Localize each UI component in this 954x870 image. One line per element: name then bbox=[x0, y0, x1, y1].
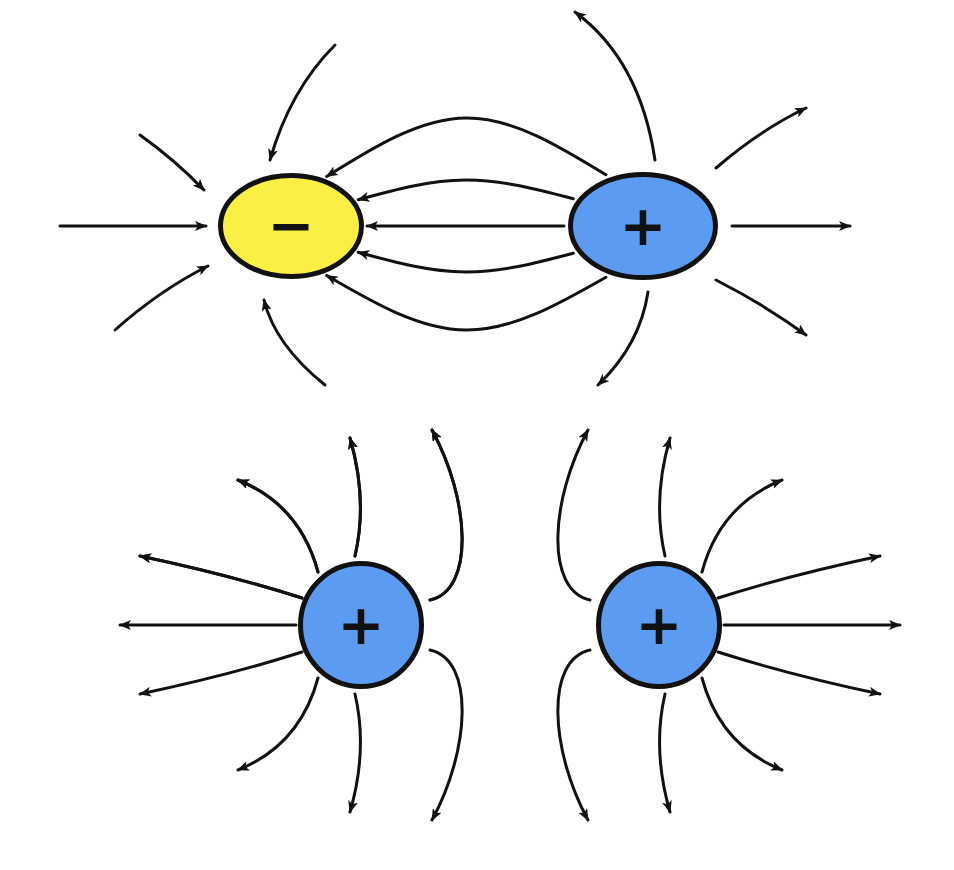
field-line bbox=[358, 180, 573, 200]
field-line bbox=[367, 225, 564, 228]
charge-circle: + bbox=[568, 172, 718, 280]
charge-sign: + bbox=[636, 597, 683, 653]
charge-fill bbox=[301, 564, 422, 687]
charge-sign: + bbox=[338, 597, 385, 653]
charge-sign: − bbox=[268, 198, 315, 254]
charge-fill bbox=[221, 176, 362, 277]
charge-circle: − bbox=[218, 173, 364, 279]
charge-circle: + bbox=[298, 561, 424, 689]
field-line bbox=[358, 252, 573, 272]
incoming-field-lines bbox=[60, 45, 335, 385]
charge-fill bbox=[599, 564, 720, 687]
field-line bbox=[327, 275, 606, 330]
repel-field-lines bbox=[140, 430, 462, 600]
charge-fill bbox=[571, 175, 716, 278]
field-line bbox=[327, 118, 606, 177]
charge-sign: + bbox=[620, 198, 667, 254]
charge-circle: + bbox=[596, 561, 722, 689]
